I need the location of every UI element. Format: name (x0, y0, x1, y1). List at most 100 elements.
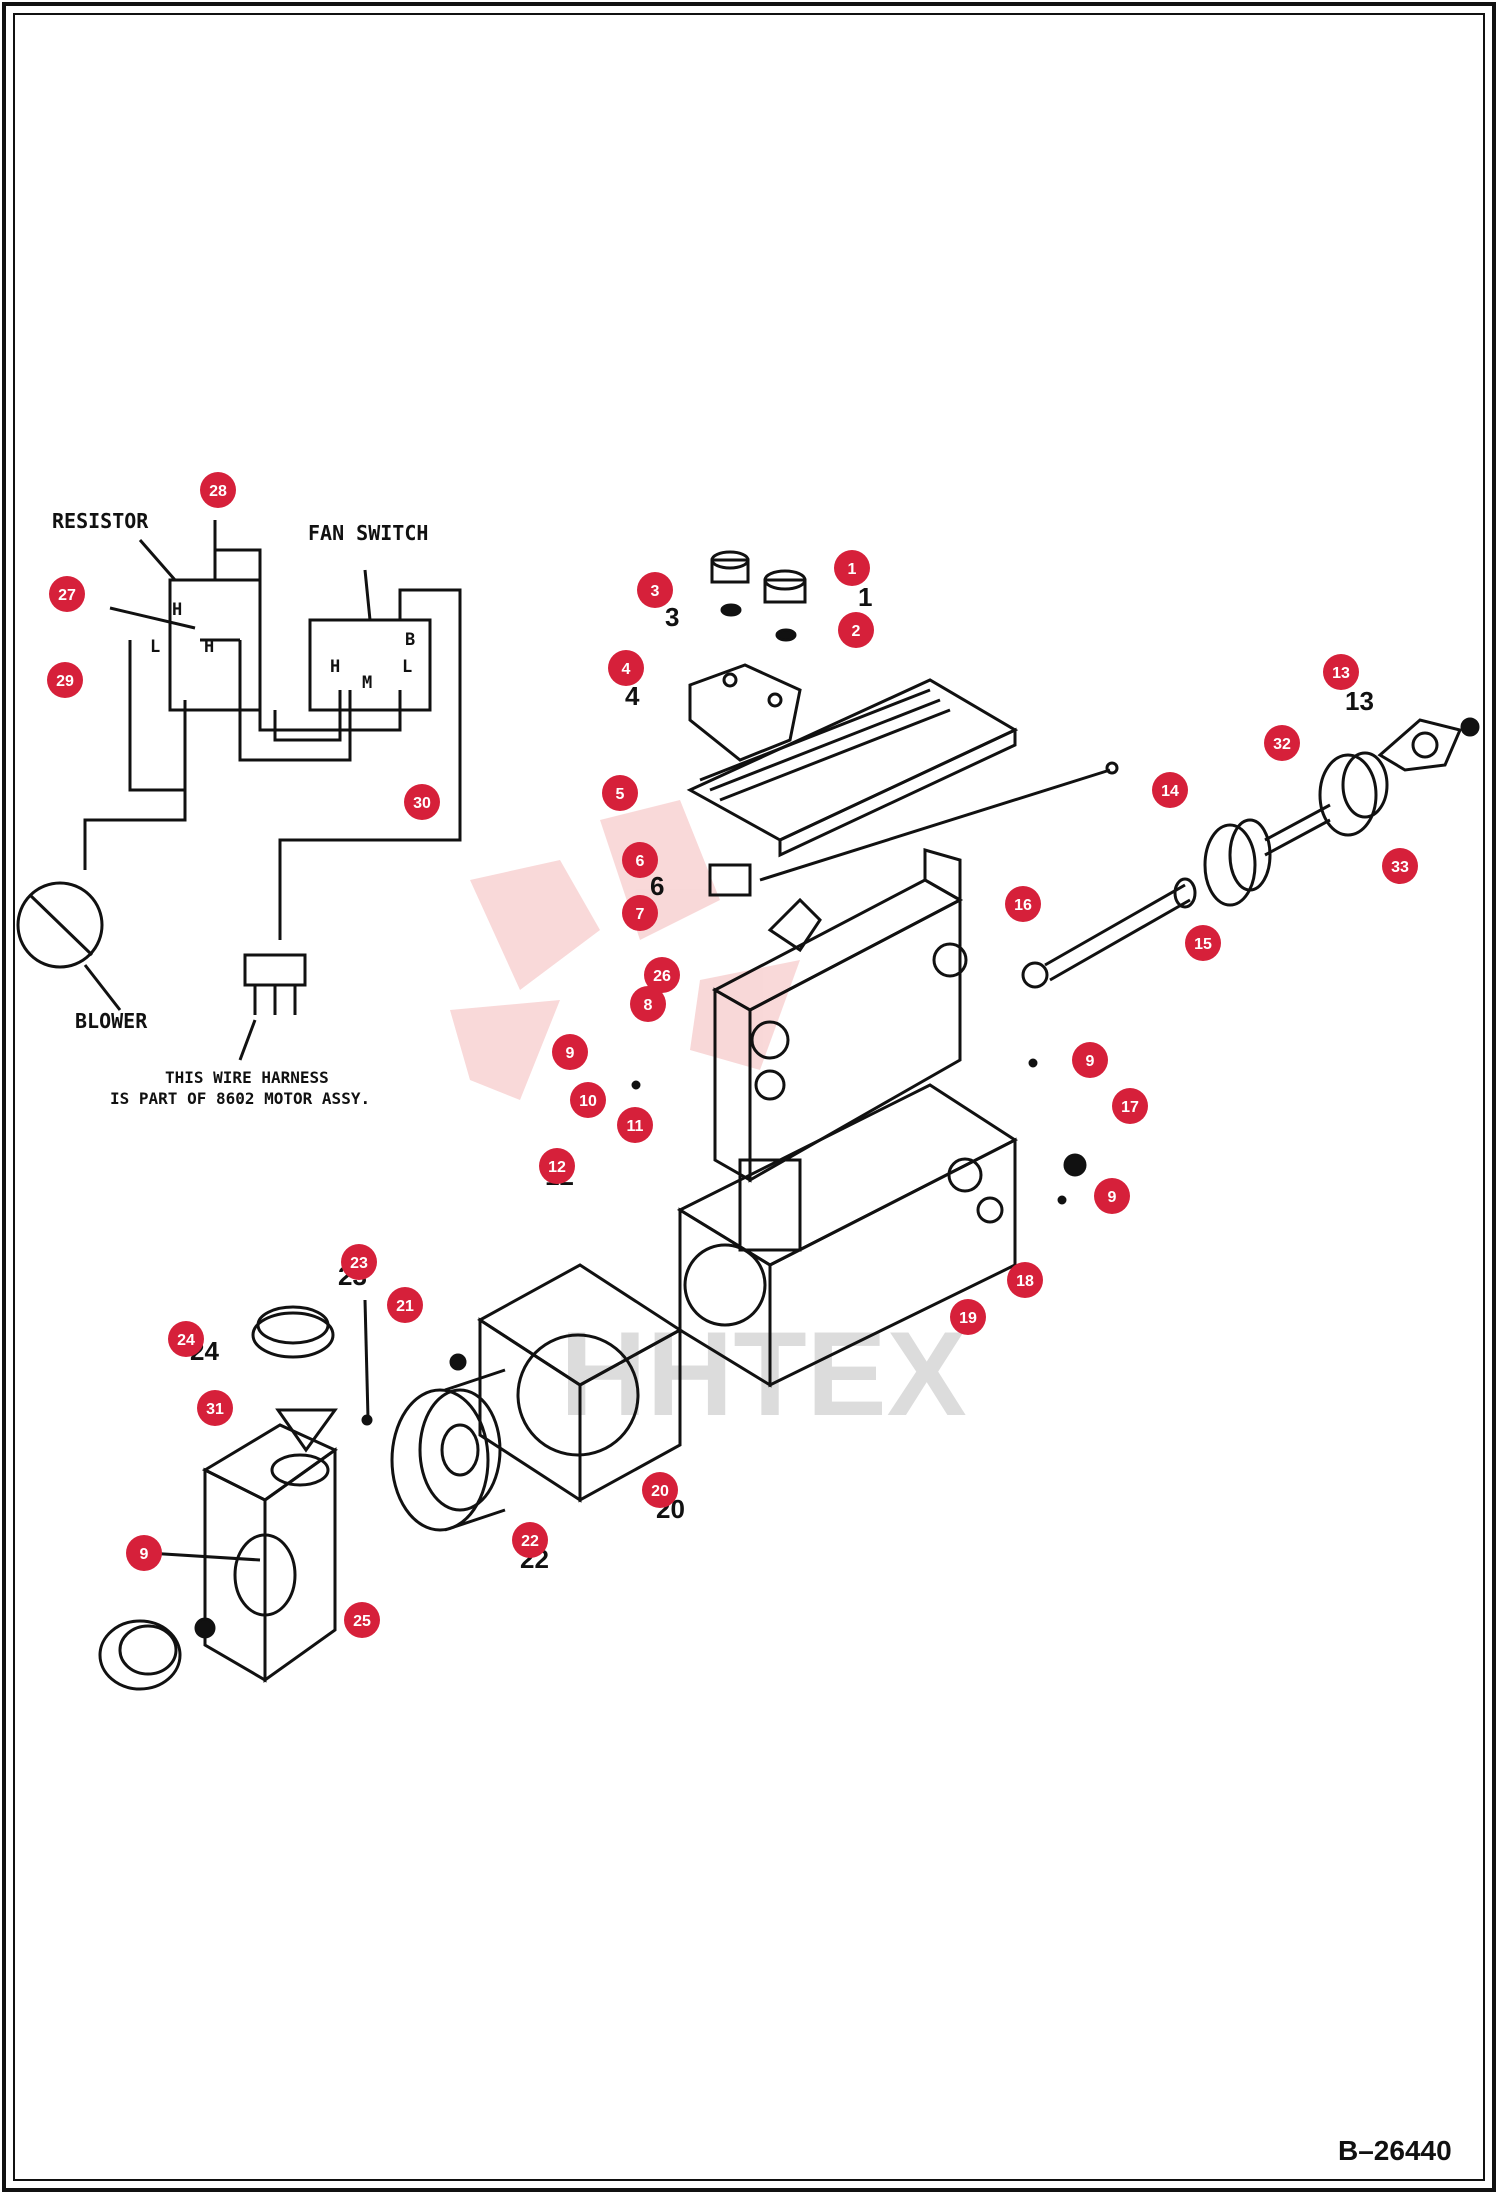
callout-9[interactable]: 9 (552, 1034, 588, 1070)
callout-number: 2 (852, 623, 861, 640)
partnum-1: 1 (858, 582, 872, 612)
callout-marker[interactable] (1072, 1042, 1108, 1078)
callout-number: 7 (636, 906, 645, 923)
callout-23[interactable]: 23 (341, 1244, 377, 1280)
partnum-13: 13 (1345, 686, 1374, 716)
callout-number: 26 (653, 968, 671, 985)
callout-33[interactable]: 33 (1382, 848, 1418, 884)
resistor-label: RESISTOR (52, 509, 149, 533)
callout-marker[interactable] (200, 472, 236, 508)
callout-number: 33 (1391, 859, 1409, 876)
callout-7[interactable]: 7 (622, 895, 658, 931)
callout-14[interactable]: 14 (1152, 772, 1188, 808)
callout-marker[interactable] (197, 1390, 233, 1426)
callout-20[interactable]: 20 (642, 1472, 678, 1508)
callout-marker[interactable] (637, 572, 673, 608)
callout-number: 12 (548, 1159, 566, 1176)
callout-marker[interactable] (622, 842, 658, 878)
callout-marker[interactable] (404, 784, 440, 820)
callout-number: 30 (413, 795, 431, 812)
callout-marker[interactable] (126, 1535, 162, 1571)
callout-9[interactable]: 9 (126, 1535, 162, 1571)
callout-27[interactable]: 27 (49, 576, 85, 612)
callout-19[interactable]: 19 (950, 1299, 986, 1335)
wiring-schematic (16, 520, 462, 1061)
callout-number: 5 (616, 786, 625, 803)
callout-marker[interactable] (1005, 886, 1041, 922)
callout-26[interactable]: 26 (644, 957, 680, 993)
callout-marker[interactable] (570, 1082, 606, 1118)
callout-marker[interactable] (950, 1299, 986, 1335)
callout-16[interactable]: 16 (1005, 886, 1041, 922)
callout-15[interactable]: 15 (1185, 925, 1221, 961)
callout-32[interactable]: 32 (1264, 725, 1300, 761)
callout-marker[interactable] (1382, 848, 1418, 884)
callout-8[interactable]: 8 (630, 986, 666, 1022)
callout-marker[interactable] (608, 650, 644, 686)
callout-marker[interactable] (1152, 772, 1188, 808)
callout-9[interactable]: 9 (1094, 1178, 1130, 1214)
resistor-box (168, 578, 262, 712)
callout-28[interactable]: 28 (200, 472, 236, 508)
callout-number: 4 (622, 661, 631, 678)
callout-marker[interactable] (1094, 1178, 1130, 1214)
callout-number: 32 (1273, 736, 1291, 753)
callout-marker[interactable] (387, 1287, 423, 1323)
callout-5[interactable]: 5 (602, 775, 638, 811)
callout-21[interactable]: 21 (387, 1287, 423, 1323)
callout-marker[interactable] (644, 957, 680, 993)
callout-number: 23 (350, 1255, 368, 1272)
callout-marker[interactable] (341, 1244, 377, 1280)
callout-12[interactable]: 12 (539, 1148, 575, 1184)
callout-22[interactable]: 22 (512, 1522, 548, 1558)
callout-9[interactable]: 9 (1072, 1042, 1108, 1078)
callout-3[interactable]: 3 (637, 572, 673, 608)
callout-number: 15 (1194, 936, 1212, 953)
callout-marker[interactable] (47, 662, 83, 698)
callout-marker[interactable] (617, 1107, 653, 1143)
callout-30[interactable]: 30 (404, 784, 440, 820)
watermark-text: HHTEX (560, 1307, 967, 1441)
callout-marker[interactable] (1264, 725, 1300, 761)
callout-18[interactable]: 18 (1007, 1262, 1043, 1298)
callout-marker[interactable] (834, 550, 870, 586)
callout-marker[interactable] (168, 1321, 204, 1357)
callout-2[interactable]: 2 (838, 612, 874, 648)
callout-29[interactable]: 29 (47, 662, 83, 698)
callout-marker[interactable] (622, 895, 658, 931)
callout-marker[interactable] (344, 1602, 380, 1638)
callout-17[interactable]: 17 (1112, 1088, 1148, 1124)
callout-marker[interactable] (49, 576, 85, 612)
callout-6[interactable]: 6 (622, 842, 658, 878)
callout-13[interactable]: 13 (1323, 654, 1359, 690)
resistor-terminal-h2: H (204, 637, 214, 657)
callout-24[interactable]: 24 (168, 1321, 204, 1357)
callout-marker[interactable] (602, 775, 638, 811)
callout-number: 6 (636, 853, 645, 870)
harness-connector (243, 953, 307, 987)
callout-number: 18 (1016, 1273, 1034, 1290)
callout-marker[interactable] (539, 1148, 575, 1184)
callout-31[interactable]: 31 (197, 1390, 233, 1426)
callout-number: 11 (627, 1118, 644, 1135)
document-id: B–26440 (1338, 2135, 1452, 2166)
switch-terminal-m: M (362, 673, 372, 693)
callout-25[interactable]: 25 (344, 1602, 380, 1638)
callout-marker[interactable] (1112, 1088, 1148, 1124)
callout-11[interactable]: 11 (617, 1107, 653, 1143)
callout-marker[interactable] (1323, 654, 1359, 690)
callout-number: 25 (353, 1613, 371, 1630)
callout-marker[interactable] (838, 612, 874, 648)
callout-10[interactable]: 10 (570, 1082, 606, 1118)
callout-marker[interactable] (512, 1522, 548, 1558)
callout-4[interactable]: 4 (608, 650, 644, 686)
callout-marker[interactable] (1007, 1262, 1043, 1298)
callout-marker[interactable] (630, 986, 666, 1022)
callout-1[interactable]: 1 (834, 550, 870, 586)
callout-marker[interactable] (1185, 925, 1221, 961)
callout-marker[interactable] (552, 1034, 588, 1070)
partnum-3: 3 (665, 602, 679, 632)
callout-marker[interactable] (642, 1472, 678, 1508)
